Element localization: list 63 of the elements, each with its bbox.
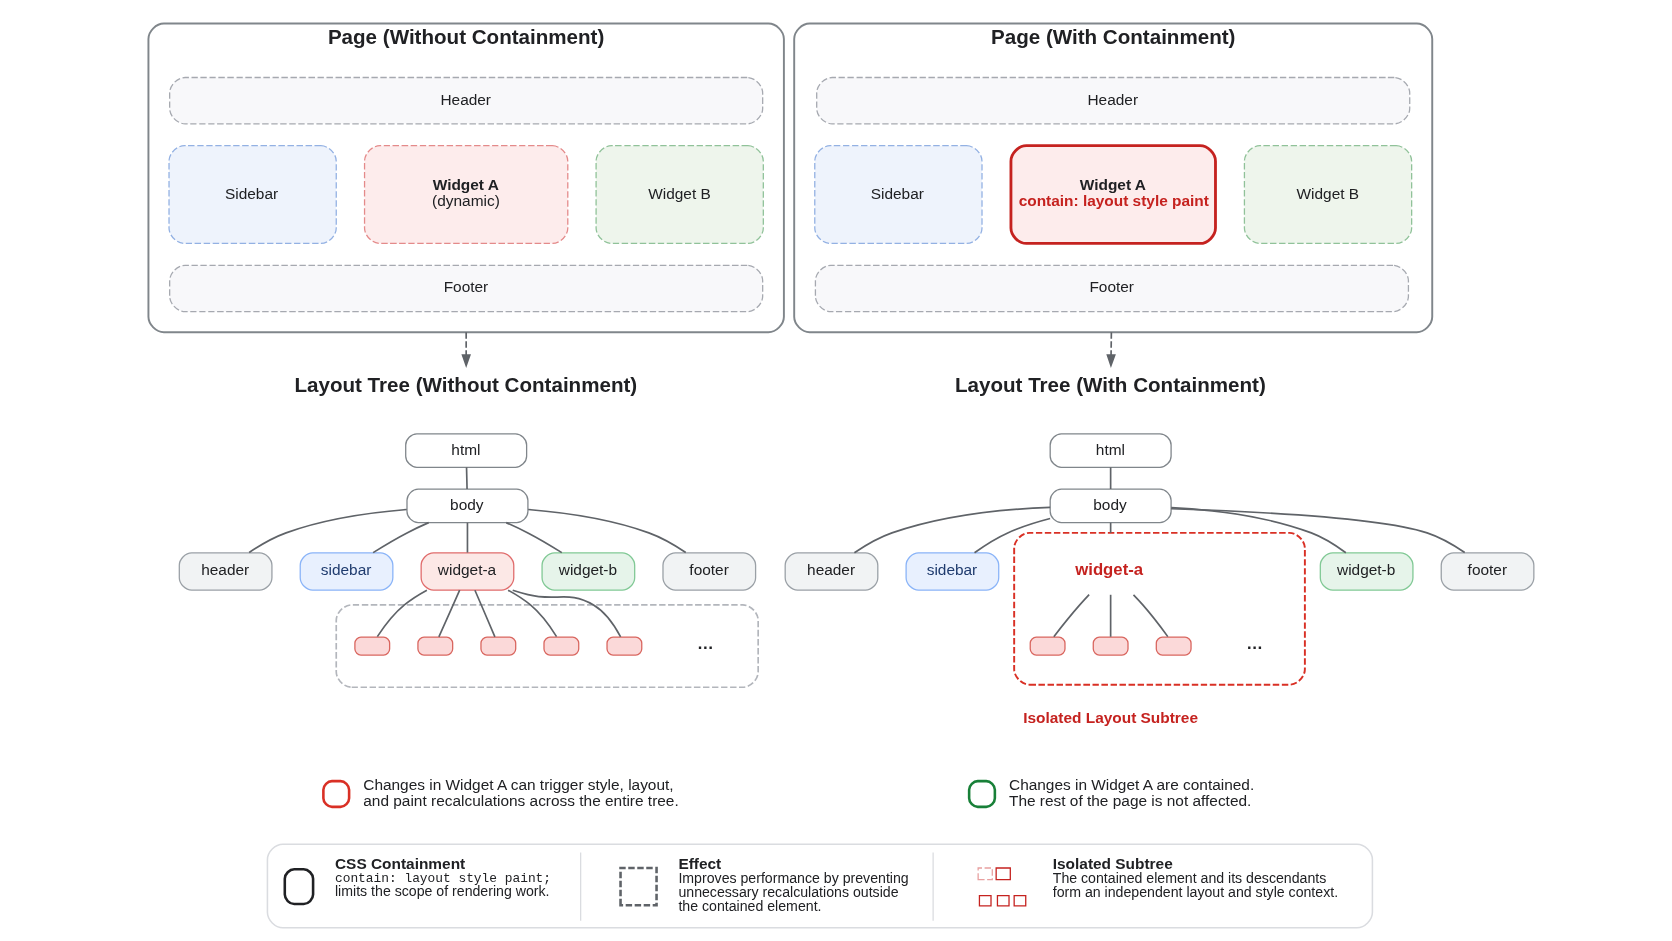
node-box: Footer: [814, 264, 1410, 313]
node-text: Layout Tree (Without Containment): [294, 373, 638, 397]
node-box: [606, 636, 643, 656]
connector: [505, 521, 563, 554]
node-box: Widget A contain: layout style paint: [1009, 144, 1217, 245]
node-box: sidebar: [905, 552, 1000, 591]
cluster: [335, 604, 759, 689]
connector: [1170, 507, 1466, 554]
label: Changes in Widget A can trigger style, layout, and paint recalculations across the entire tree.: [363, 775, 679, 810]
node-box: [480, 636, 517, 656]
node-box: body: [1049, 488, 1172, 524]
connector: [465, 466, 468, 490]
connector: [1109, 466, 1112, 490]
node-box: [354, 636, 391, 656]
connector: [438, 589, 461, 638]
node-text: widget-a: [1075, 559, 1144, 579]
node-box: header: [784, 552, 879, 591]
connector: [1170, 506, 1347, 554]
connector: [507, 589, 558, 638]
label: …: [1246, 634, 1264, 654]
node-label: Isolated Layout Subtree: [1023, 709, 1198, 727]
connector: [1053, 593, 1090, 638]
label: …: [697, 634, 714, 654]
node-box: [417, 636, 454, 656]
node-text: Layout Tree (With Containment): [954, 373, 1266, 397]
node-box: footer: [1440, 552, 1535, 591]
node-box: sidebar: [299, 552, 394, 591]
connector: [376, 589, 428, 638]
node-box: Widget B: [595, 145, 764, 245]
node-box: footer: [662, 552, 757, 591]
node-box: Header: [169, 76, 764, 125]
connector: [1132, 594, 1169, 638]
connector: [372, 521, 430, 554]
arrow: [1106, 331, 1116, 368]
node-box: Footer: [169, 264, 764, 313]
connector: [973, 517, 1051, 554]
connector: [853, 506, 1051, 554]
node-box: widget-b: [541, 552, 636, 591]
node-box: body: [406, 488, 529, 524]
node-box: header: [178, 552, 273, 591]
node-box: [1155, 636, 1192, 656]
node-box: [543, 636, 580, 656]
node-box: widget-b: [1319, 552, 1414, 591]
arrow: [461, 331, 471, 368]
node-box: Widget A (dynamic): [363, 145, 569, 245]
connector: [1109, 593, 1112, 638]
node-box: Sidebar: [814, 145, 983, 245]
node-box: html: [1049, 433, 1172, 468]
node-box: Sidebar: [168, 145, 337, 245]
connector: [466, 521, 469, 554]
node-box: Widget B: [1243, 145, 1413, 245]
connector: [248, 508, 408, 554]
connector: [527, 508, 687, 554]
node-box: CSS Containment contain: layout style paint; limits the scope of rendering work. Effect Improves performance by preventing unnecessary recalculations outside the contained element. Isolated Subtree The contained element and its descendants form an independent layout and style context.: [266, 843, 1374, 929]
node-box: [1029, 636, 1066, 656]
node-box: html: [405, 433, 528, 468]
node-box: Header: [816, 76, 1411, 125]
label: Changes in Widget A are contained. The rest of the page is not affected.: [1009, 775, 1255, 810]
cluster: [1013, 531, 1306, 686]
connector: [511, 589, 622, 638]
node-box: widget-a: [420, 552, 515, 591]
connector: [474, 589, 496, 638]
node-box: [1092, 636, 1129, 656]
